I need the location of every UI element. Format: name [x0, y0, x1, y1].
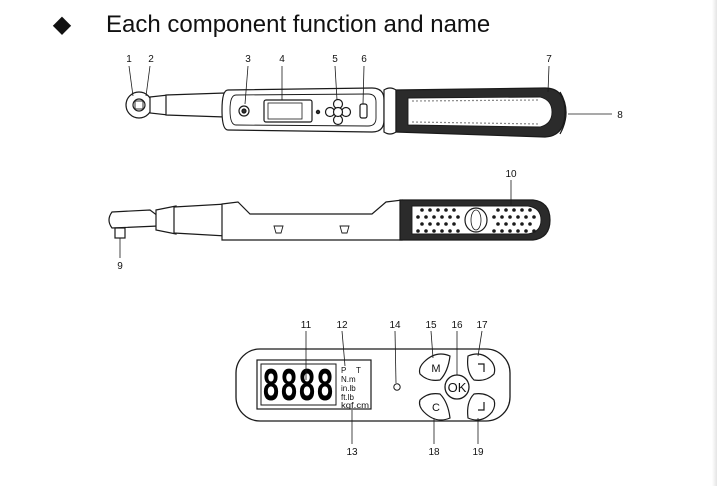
button-c-label: C	[432, 402, 440, 414]
battery-cover	[359, 103, 368, 119]
callout-18: 18	[428, 447, 440, 458]
section-heading: ◆ Each component function and name	[50, 8, 491, 42]
unit-inlb: in.lb	[341, 384, 356, 393]
handle-collar	[383, 87, 397, 135]
callout-10: 10	[505, 169, 517, 180]
unit-kgfcm: kgf.cm	[341, 401, 369, 410]
page-title: Each component function and name	[106, 11, 491, 38]
control-panel: 8888 P T N.m in.lb ft.lb kgf.cm M C	[235, 348, 511, 422]
down-arrow-icon	[478, 402, 485, 411]
top-callout-leaders	[128, 65, 612, 115]
callout-3: 3	[245, 54, 251, 65]
callout-13: 13	[346, 447, 358, 458]
grip-dots	[416, 208, 536, 233]
button-m-label: M	[431, 363, 440, 375]
callout-5: 5	[332, 54, 338, 65]
callout-8: 8	[617, 110, 623, 121]
lcd-digits: 8888	[262, 361, 334, 410]
flag-p: P	[341, 366, 346, 375]
callout-11: 11	[301, 320, 312, 331]
callout-7: 7	[546, 54, 552, 65]
button-up[interactable]	[467, 353, 496, 381]
button-ok-label: OK	[448, 380, 467, 395]
callout-17: 17	[476, 320, 488, 331]
grip-insert-top	[407, 96, 553, 128]
diamond-bullet-icon: ◆	[52, 11, 72, 38]
ratchet-head-side	[108, 209, 159, 229]
led-indicator	[393, 383, 401, 391]
top-callout-labels: 1 2 3 4 5 6 7 8	[126, 54, 623, 121]
wrench-shaft-side	[173, 203, 227, 237]
callout-6: 6	[361, 54, 367, 65]
callout-16: 16	[451, 320, 463, 331]
button-ok[interactable]: OK	[444, 374, 470, 400]
panel-callout-leaders	[305, 330, 483, 444]
handle-end-cap	[559, 91, 567, 135]
page-edge-shadow	[712, 0, 717, 486]
lcd-digit-frame	[260, 363, 337, 406]
lcd-window	[256, 359, 372, 410]
square-drive-side	[114, 227, 126, 239]
flag-t: T	[356, 366, 361, 375]
callout-15: 15	[425, 320, 437, 331]
callout-1: 1	[126, 54, 132, 65]
unit-nm: N.m	[341, 375, 356, 384]
up-arrow-icon	[478, 363, 485, 372]
button-m[interactable]: M	[418, 353, 451, 381]
panel-callout-labels: 11 12 13 14 15 16 17 18 19	[301, 320, 488, 458]
button-cluster-top	[324, 98, 352, 126]
button-down[interactable]	[467, 393, 496, 421]
wrench-neck	[149, 94, 169, 116]
callout-4: 4	[279, 54, 285, 65]
callout-2: 2	[148, 54, 154, 65]
callout-19: 19	[472, 447, 484, 458]
callout-9: 9	[117, 261, 123, 272]
wrench-top-view	[125, 87, 567, 138]
unit-ftlb: ft.lb	[341, 393, 354, 402]
callout-14: 14	[389, 320, 401, 331]
button-c[interactable]: C	[418, 393, 451, 421]
wrench-side-view	[108, 199, 551, 241]
square-drive-top	[132, 98, 146, 112]
side-callout-leaders	[119, 180, 512, 258]
callout-12: 12	[336, 320, 348, 331]
housing-side	[221, 199, 403, 241]
wrench-neck-side	[155, 205, 177, 235]
